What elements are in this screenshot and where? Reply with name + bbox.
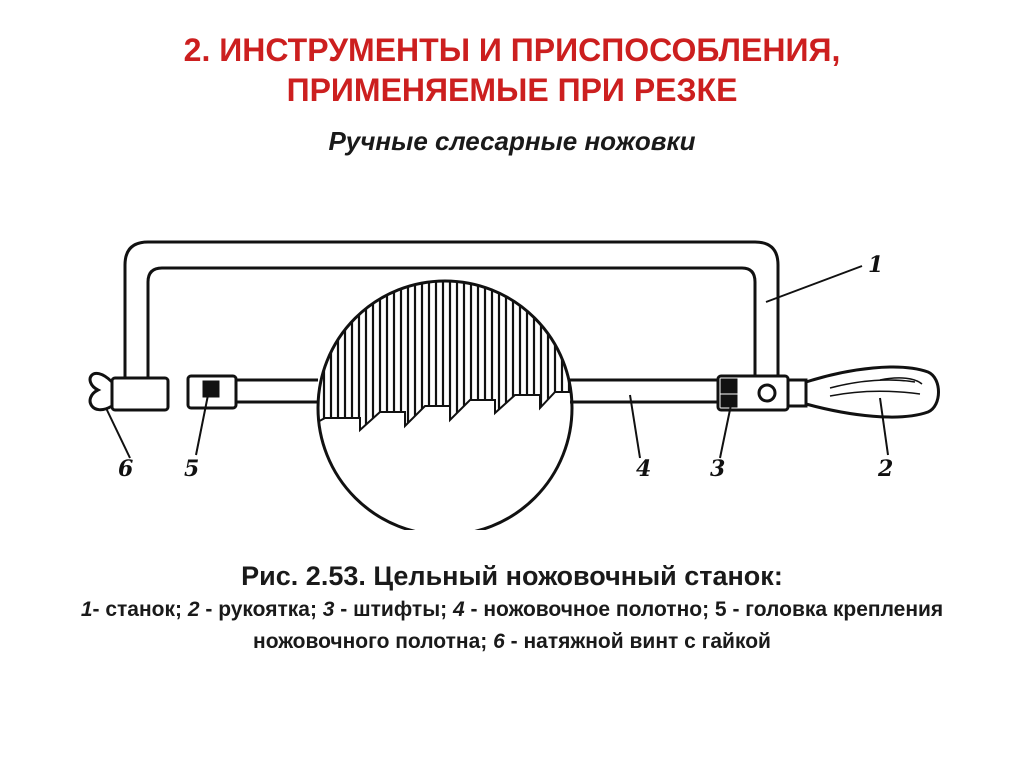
legend-text-4: ножовочное полотно;	[483, 598, 715, 621]
legend-num-3: 3	[322, 598, 335, 621]
figure-legend: 1- станок; 2 - рукоятка; 3 - штифты; 4 -…	[0, 594, 1024, 658]
legend-num-5: 5	[714, 598, 727, 621]
blade-mount-head	[186, 374, 238, 410]
callout-3: 3	[710, 456, 725, 482]
legend-text-6: натяжной винт с гайкой	[523, 630, 771, 653]
legend-text-5: головка крепления ножовочного полотна;	[253, 598, 944, 653]
callout-6: 6	[118, 456, 133, 482]
legend-sep-2: -	[199, 598, 219, 621]
legend-text-3: штифты;	[353, 598, 453, 621]
teeth-magnifier	[316, 279, 574, 530]
saw-frame	[123, 240, 780, 380]
figure-caption-title: Рис. 2.53. Цельный ножовочный станок:	[241, 561, 783, 591]
slide-subtitle: Ручные слесарные ножовки	[328, 126, 696, 156]
legend-sep-5: -	[726, 598, 746, 621]
legend-num-1: 1	[80, 598, 93, 621]
slide-title-line-2: ПРИМЕНЯЕМЫЕ ПРИ РЕЗКЕ	[286, 72, 738, 108]
legend-sep-1: -	[92, 598, 106, 621]
legend-num-4: 4	[452, 598, 465, 621]
legend-sep-3: -	[334, 598, 354, 621]
legend-text-1: станок;	[105, 598, 188, 621]
legend-sep-6: -	[504, 630, 524, 653]
leader-lines	[105, 265, 889, 459]
hacksaw-diagram: 1 2 3 4 5 6	[88, 240, 940, 530]
legend-num-2: 2	[187, 598, 200, 621]
pins-mount	[716, 374, 790, 412]
figure-caption: Рис. 2.53. Цельный ножовочный станок: 1-…	[0, 558, 1024, 658]
legend-num-6: 6	[493, 630, 505, 653]
callout-1: 1	[868, 252, 883, 278]
slide-title-line-1: 2. ИНСТРУМЕНТЫ И ПРИСПОСОБЛЕНИЯ,	[183, 32, 841, 68]
handle	[786, 365, 940, 419]
tension-screw	[88, 371, 170, 412]
slide-title: 2. ИНСТРУМЕНТЫ И ПРИСПОСОБЛЕНИЯ, ПРИМЕНЯ…	[0, 30, 1024, 110]
callout-4: 4	[636, 456, 651, 482]
callout-2: 2	[877, 456, 893, 482]
legend-text-2: рукоятка;	[218, 598, 323, 621]
legend-sep-4: -	[464, 598, 484, 621]
callout-5: 5	[184, 456, 199, 482]
